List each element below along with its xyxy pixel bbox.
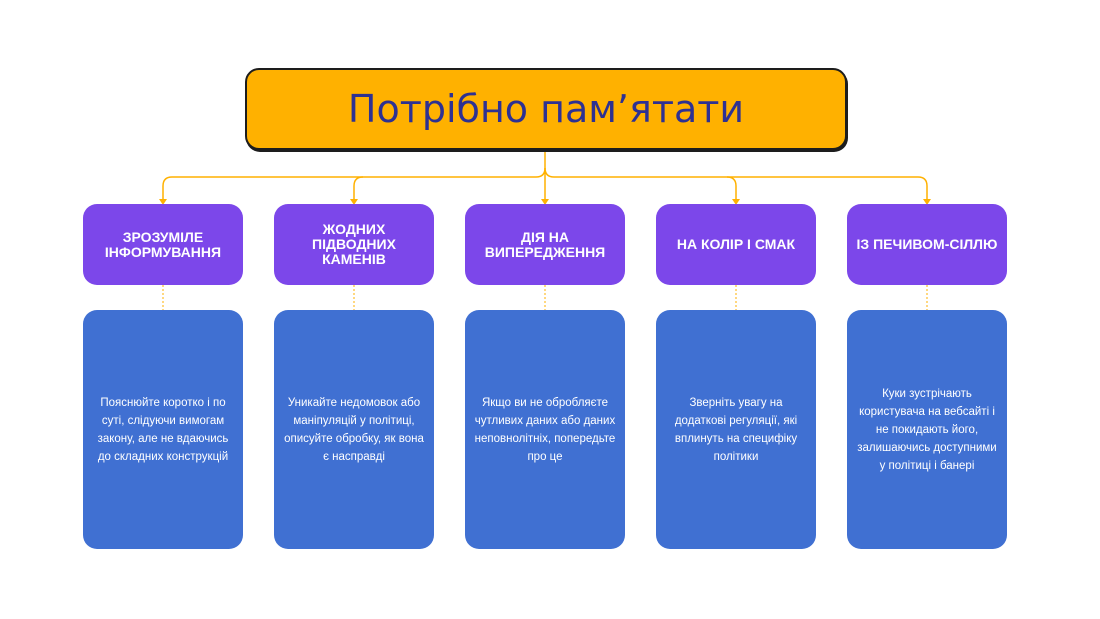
description-box: Уникайте недомовок або маніпуляцій у пол… [274, 310, 434, 549]
heading-box: ЗРОЗУМІЛЕ ІНФОРМУВАННЯ [83, 204, 243, 285]
arrow-head-icon [350, 199, 358, 205]
heading-box: ІЗ ПЕЧИВОМ-СІЛЛЮ [847, 204, 1007, 285]
arrow-head-icon [159, 199, 167, 205]
arrow-head-icon [541, 199, 549, 205]
description-box: Зверніть увагу на додаткові регуляції, я… [656, 310, 816, 549]
arrow-head-icon [732, 199, 740, 205]
connector-line [353, 176, 364, 200]
description-box: Куки зустрічають користувача на вебсайті… [847, 310, 1007, 549]
connector-line [726, 176, 737, 200]
title-box: Потрібно пам’ятати [245, 68, 847, 150]
description-box: Пояснюйте коротко і по суті, слідуючи ви… [83, 310, 243, 549]
description-box: Якщо ви не обробляєте чутливих даних або… [465, 310, 625, 549]
heading-box: НА КОЛІР І СМАК [656, 204, 816, 285]
heading-box: ДІЯ НА ВИПЕРЕДЖЕННЯ [465, 204, 625, 285]
heading-box: ЖОДНИХ ПІДВОДНИХ КАМЕНІВ [274, 204, 434, 285]
connector-line [544, 167, 928, 200]
arrow-head-icon [923, 199, 931, 205]
